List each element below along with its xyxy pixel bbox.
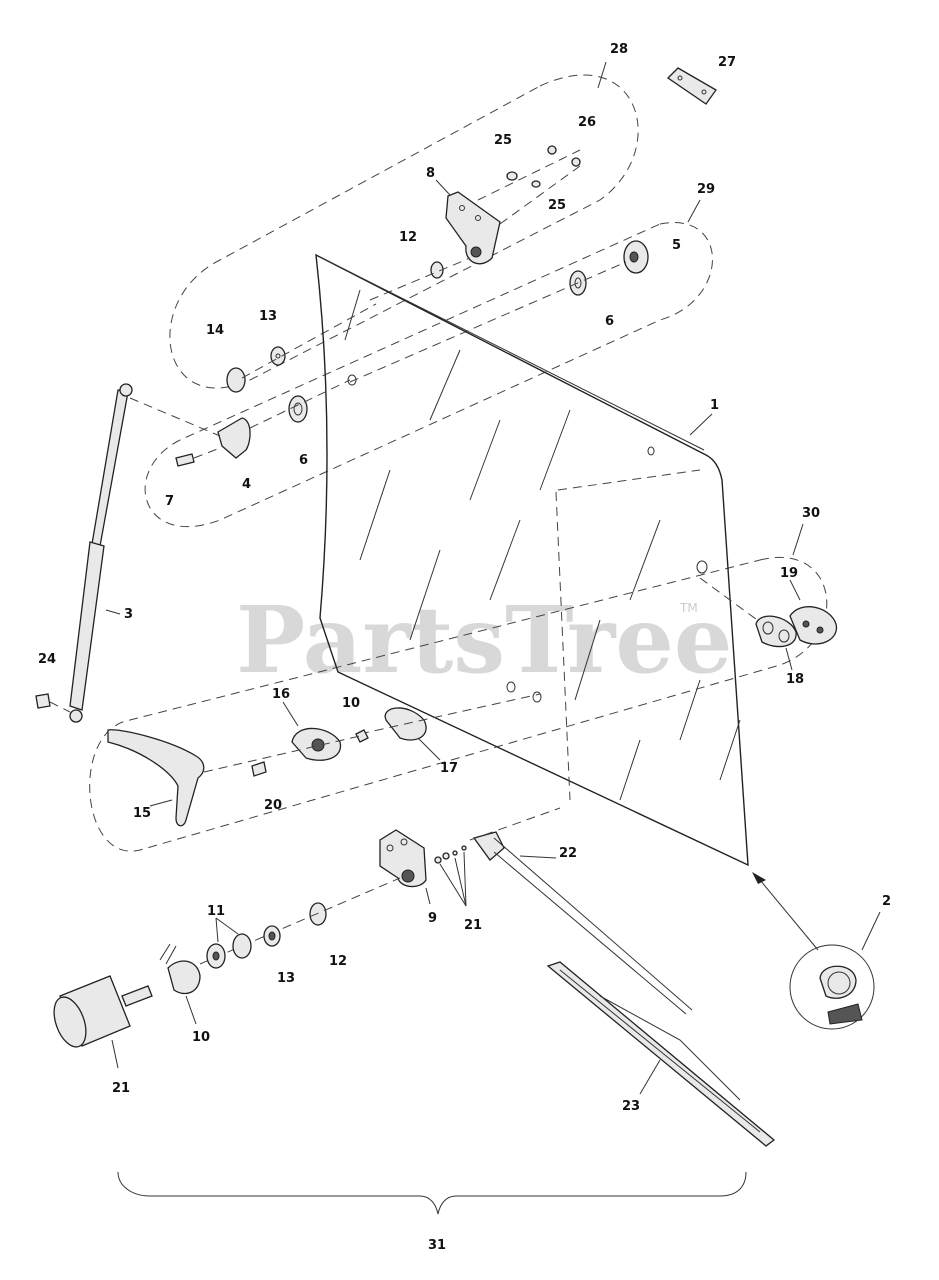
part-20-screw [203,735,361,777]
part-13-washer-lower [263,925,281,947]
part-10-motor-plate [159,943,201,1025]
part-8-hinge [435,179,501,265]
callout-27: 27 [718,55,736,70]
part-27-plate [666,67,717,105]
callout-30: 30 [802,506,820,521]
callout-6-upper: 6 [605,314,614,329]
callout-18: 18 [786,672,804,687]
part-12-washer-lower [199,877,401,965]
callout-29: 29 [697,182,715,197]
callout-8: 8 [426,166,435,181]
group-30-outline [89,523,828,852]
callout-5: 5 [672,238,681,253]
callout-6-lower: 6 [299,453,308,468]
callout-21-upper: 21 [464,918,482,933]
part-9-motor-bracket [379,829,431,905]
part-15-handle [107,729,205,827]
callout-10-lower: 10 [192,1030,210,1045]
callout-28: 28 [610,42,628,57]
part-21-hardware-small [434,845,467,907]
callout-4: 4 [242,477,251,492]
callout-7: 7 [165,494,174,509]
part-22-wiper-arm [469,807,693,1015]
part-1-glass-panel [315,253,749,867]
part-5-bushing [623,240,649,274]
watermark-text: PartsTree [236,586,732,694]
part-19-plate [789,579,837,645]
callout-23: 23 [622,1099,640,1114]
part-11-spacer [206,917,252,969]
callout-25-upper: 25 [494,133,512,148]
part-18-gasket [699,577,797,671]
part-12-washer-top [369,257,471,301]
group-31-bracket [117,1171,747,1215]
part-2-detail-bubble [752,872,881,1030]
callout-24: 24 [38,652,56,667]
callout-20: 20 [264,798,282,813]
callout-16: 16 [272,687,290,702]
callout-12-upper: 12 [399,230,417,245]
callout-14: 14 [206,323,224,338]
callout-25-lower: 25 [548,198,566,213]
callout-2: 2 [882,894,891,909]
callout-12-lower: 12 [329,954,347,969]
part-10-nut-latch [355,729,369,743]
callout-13-upper: 13 [259,309,277,324]
callout-15: 15 [133,806,151,821]
group-29-outline [144,199,713,527]
callout-13-lower: 13 [277,971,295,986]
callout-31: 31 [428,1238,446,1253]
callout-11: 11 [207,904,225,919]
callout-3: 3 [124,607,133,622]
part-3-gas-strut [69,383,133,723]
part-13-washer-upper [241,303,377,379]
part-16-latch-base [282,701,342,761]
group-28-outline [169,61,639,389]
part-25-26-hardware [477,145,581,225]
callout-26: 26 [578,115,596,130]
part-7-bolt [175,447,221,467]
part-21-motor [53,975,153,1069]
callout-21-lower: 21 [112,1081,130,1096]
callout-22: 22 [559,846,577,861]
part-23-wiper-blade [546,961,776,1147]
callout-9: 9 [428,911,437,926]
callout-17: 17 [440,761,458,776]
part-4-bracket [129,397,251,459]
part-24-pin [35,693,71,713]
watermark-trademark: TM [679,601,698,615]
callout-19: 19 [780,566,798,581]
callout-1: 1 [710,398,719,413]
part-6-grommet-upper [349,261,627,383]
part-14-cap [226,367,246,393]
callout-10-upper: 10 [342,696,360,711]
part-17-gasket [359,693,541,761]
part-6-grommet-lower [249,379,351,429]
